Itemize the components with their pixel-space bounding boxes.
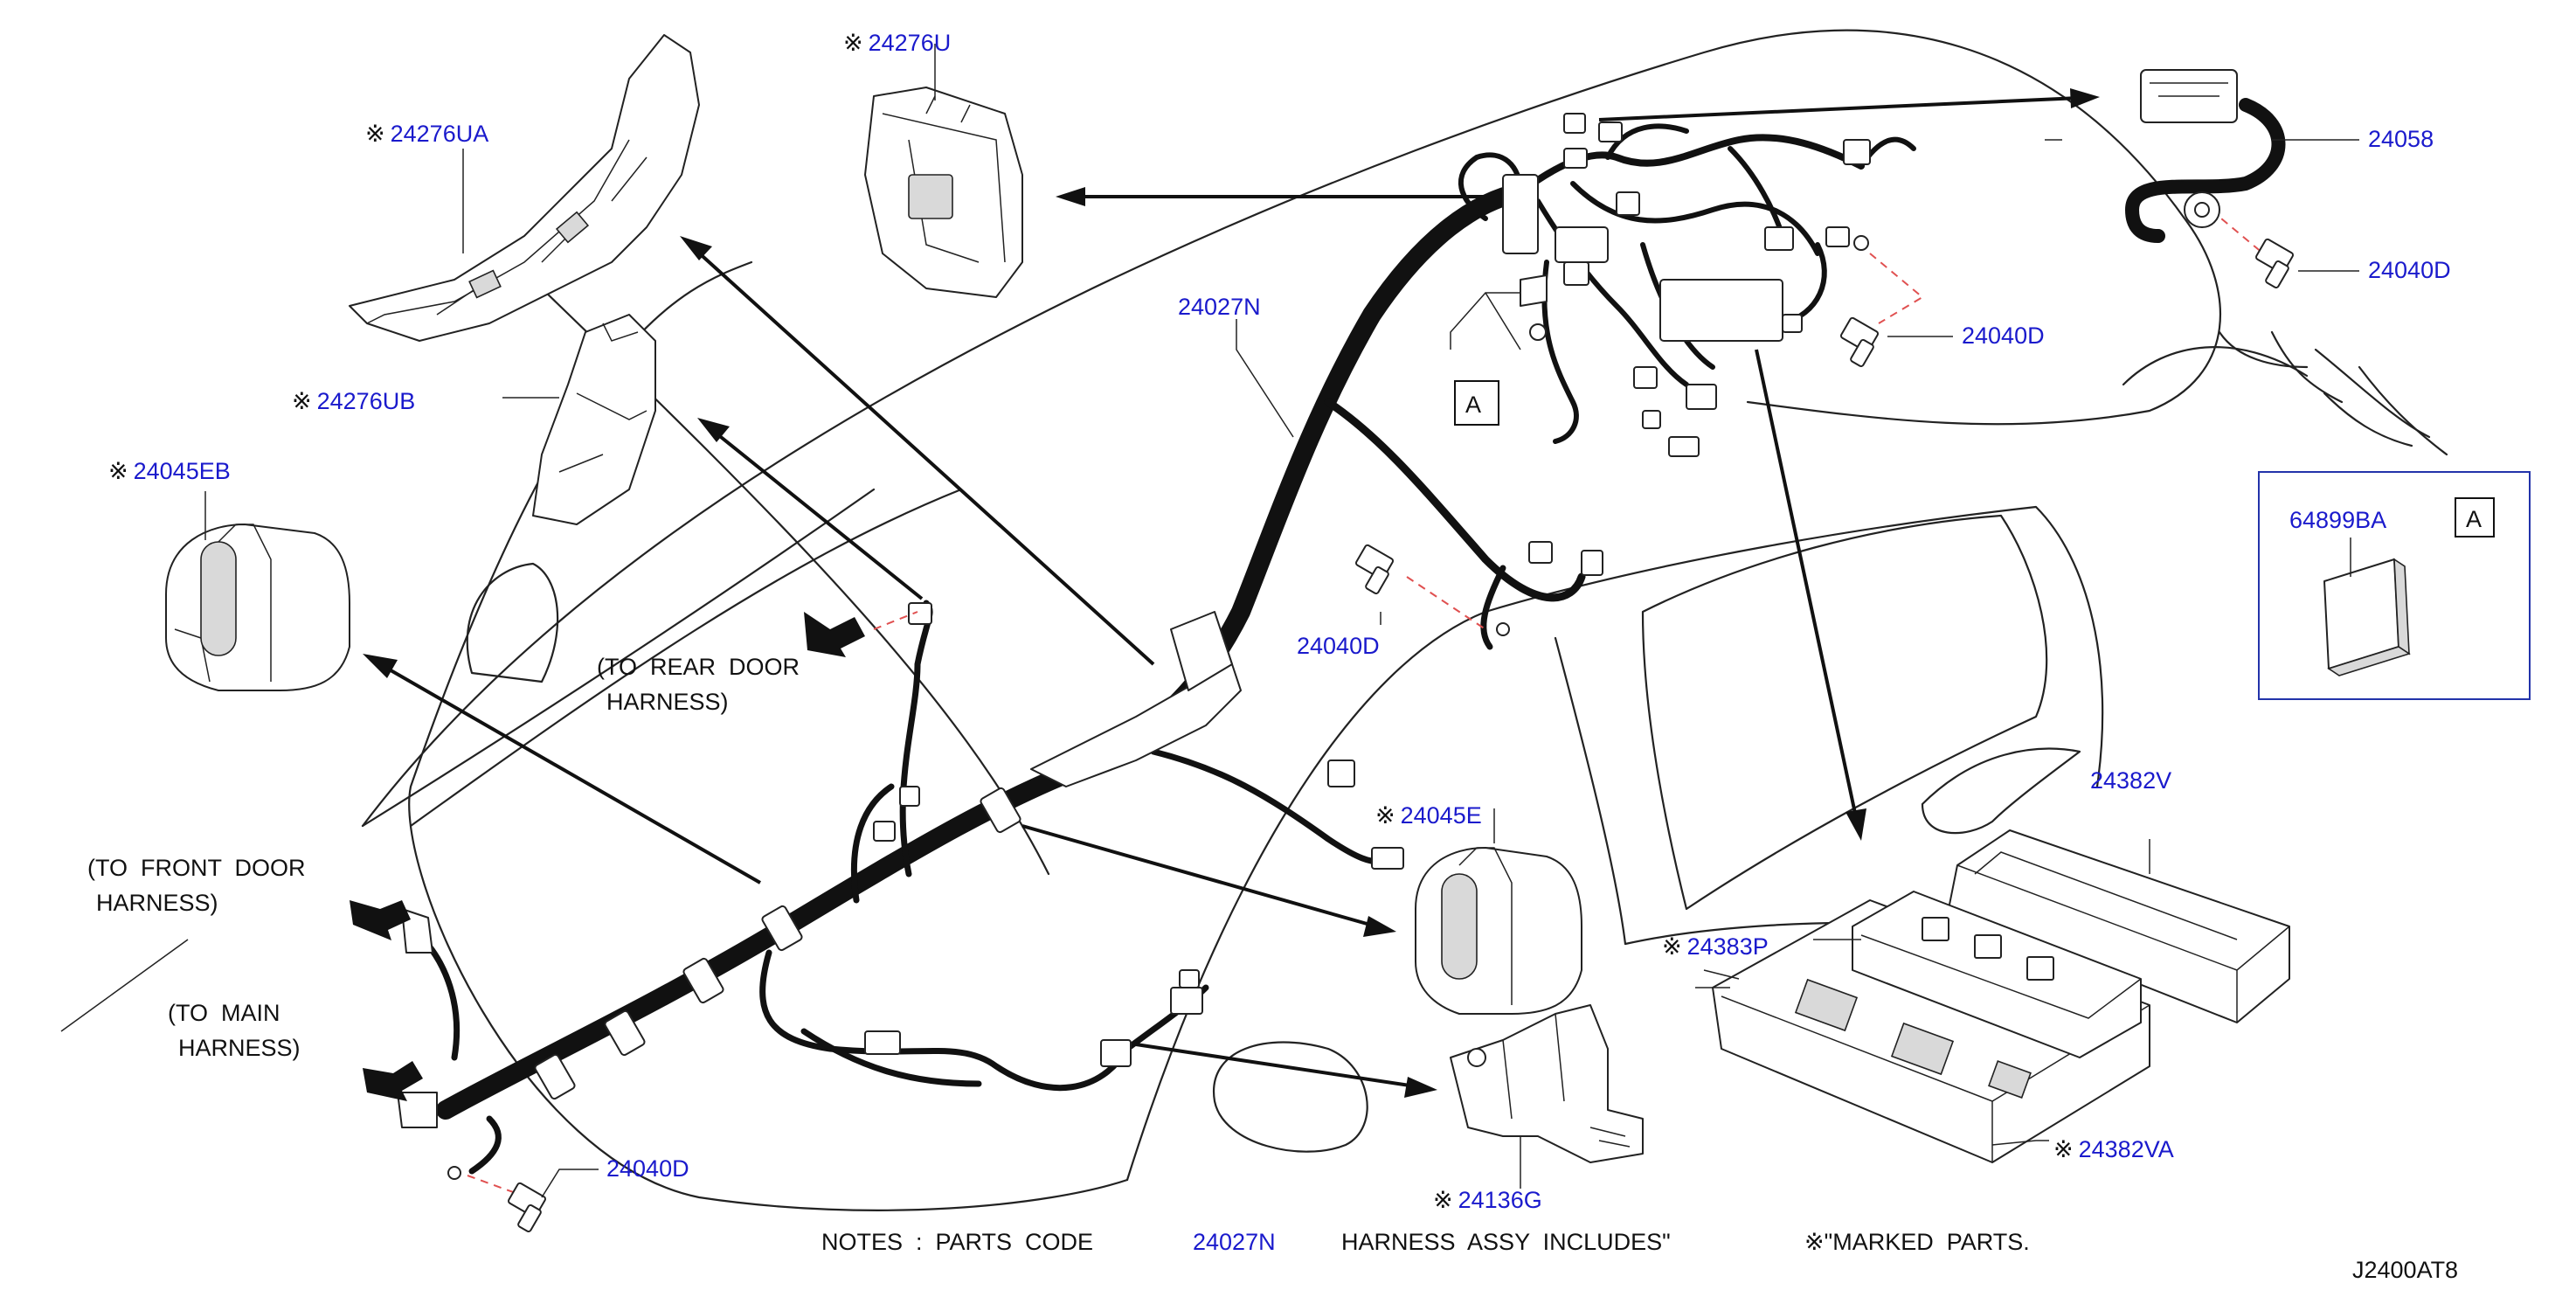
marked-symbol: ※ (108, 458, 128, 484)
bolt-24040D-bottom (508, 1182, 546, 1233)
part-number-24040D-top: 24040D (2368, 257, 2451, 283)
svg-text:※24382VA: ※24382VA (2053, 1136, 2174, 1162)
callout-letter-a: A (1465, 392, 1481, 418)
svg-text:※24136G: ※24136G (1433, 1187, 1542, 1213)
bracket-24136G (1450, 1004, 1644, 1163)
marked-symbol: ※ (292, 388, 312, 414)
part-number-24027N: 24027N (1178, 294, 1261, 320)
svg-text:※24045EB: ※24045EB (108, 458, 231, 484)
note-rear-door-line1: (TO REAR DOOR (597, 654, 800, 680)
notes-prefix: NOTES : PARTS CODE (821, 1229, 1093, 1255)
notes-suffix: HARNESS ASSY INCLUDES" (1341, 1229, 1671, 1255)
marked-symbol: ※ (1662, 933, 1682, 960)
footer-notes: NOTES : PARTS CODE 24027N HARNESS ASSY I… (821, 1229, 2458, 1283)
callout-box-a (1454, 380, 1499, 426)
marked-symbol: ※ (1433, 1187, 1453, 1213)
clip-24045EB (165, 524, 350, 691)
part-number-24383P: 24383P (1687, 933, 1769, 960)
svg-text:※24276UB: ※24276UB (292, 388, 415, 414)
marked-symbol: ※ (843, 30, 863, 56)
marked-symbol: ※ (1375, 802, 1395, 829)
detail-box-a (2258, 471, 2531, 700)
note-rear-door-line2: HARNESS) (606, 689, 729, 715)
part-number-24382V: 24382V (2090, 767, 2171, 794)
pad-64899BA (2323, 558, 2411, 676)
svg-text:※24045E: ※24045E (1375, 802, 1482, 829)
bracket-24276UA (349, 34, 700, 342)
bolt-24040D-top (2255, 238, 2294, 289)
note-front-door-line1: (TO FRONT DOOR (87, 855, 306, 881)
part-number-24040D-center: 24040D (1297, 633, 1380, 659)
part-number-64899BA: 64899BA (2289, 507, 2386, 533)
label-leaders (204, 44, 2359, 1198)
part-number-24058: 24058 (2368, 126, 2434, 152)
marked-symbol: ※ (365, 121, 385, 147)
marked-parts-note: ※"MARKED PARTS. (1804, 1229, 2030, 1255)
part-labels: ※24276UA ※24276U ※24276UB ※24045EB ※2404… (108, 30, 2482, 1213)
part-number-24276UA: 24276UA (391, 121, 489, 147)
notes-part-code: 24027N (1193, 1229, 1276, 1255)
part-number-24045EB: 24045EB (134, 458, 231, 484)
windshield-line (60, 939, 189, 1032)
part-number-24276UB: 24276UB (317, 388, 416, 414)
car-body-outline (361, 29, 2448, 1211)
callout-pad-a (1450, 274, 1548, 350)
note-front-door-line2: HARNESS) (96, 890, 218, 916)
svg-text:※24276UA: ※24276UA (365, 121, 488, 147)
bolt-24040D-center (1355, 544, 1394, 595)
svg-text:※24383P: ※24383P (1662, 933, 1769, 960)
svg-text:※24276U: ※24276U (843, 30, 951, 56)
fastener-leaders (467, 209, 2264, 1194)
part-number-24040D-bottom: 24040D (606, 1155, 689, 1182)
harness-clips (397, 113, 1871, 1180)
ground-harness-24058 (2125, 69, 2286, 243)
marked-symbol: ※ (2053, 1136, 2074, 1162)
note-main-line2: HARNESS) (178, 1035, 301, 1061)
bolt-24040D-mid (1840, 316, 1879, 368)
part-number-24276U: 24276U (869, 30, 952, 56)
part-number-24382VA: 24382VA (2079, 1136, 2174, 1162)
cover-24276UB (532, 314, 656, 525)
leader-arrows (350, 88, 2100, 1101)
callout-box-a-legend (2455, 497, 2495, 538)
part-number-24136G: 24136G (1458, 1187, 1542, 1213)
clip-24045E (1415, 847, 1582, 1015)
part-number-24045E: 24045E (1401, 802, 1482, 829)
part-number-24040D-mid: 24040D (1962, 323, 2045, 349)
junction-cover-24276U (864, 87, 1023, 298)
callout-letter-a-legend: A (2466, 506, 2482, 532)
note-main-line1: (TO MAIN (168, 1000, 280, 1026)
harness-notes: (TO REAR DOOR HARNESS) (TO FRONT DOOR HA… (87, 654, 800, 1061)
relay-block-24383P (1852, 891, 2142, 1058)
diagram-id: J2400AT8 (2352, 1257, 2458, 1283)
